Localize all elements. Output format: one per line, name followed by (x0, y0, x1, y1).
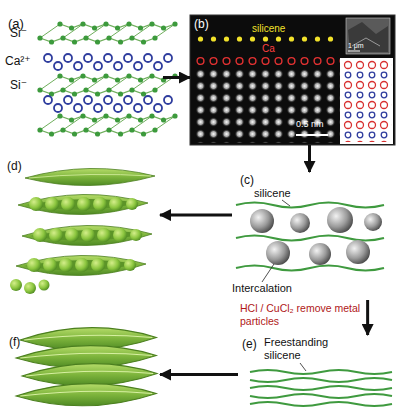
layer-label: Freestanding silicene (264, 336, 346, 361)
panel-label: (c) (240, 174, 254, 188)
process-arrow (163, 76, 190, 79)
scale-label: 1 μm (348, 42, 364, 50)
freestanding-sheets (250, 363, 392, 406)
scale-label: 0.5 nm (296, 119, 324, 129)
panel-label: (f) (9, 336, 20, 350)
ion-label: Si⁻ (10, 27, 27, 41)
layer-label: Ca (262, 43, 275, 55)
figure-panel: (c)siliceneIntercalation (232, 172, 387, 300)
figure-panel: (b) silicene 1 μm Ca 0.5 nm (190, 15, 395, 145)
casi2-lattice (40, 24, 175, 134)
ion-label: Ca²⁺ (5, 55, 31, 69)
ion-label: Si⁻ (10, 79, 27, 93)
figure-panel: (e) Freestanding silicene (238, 335, 396, 407)
figure-panel: (f) (5, 318, 160, 410)
intercalated-silicene (236, 200, 384, 282)
layer-label: silicene (254, 187, 291, 200)
process-arrow (160, 214, 232, 217)
process-label: Intercalation (232, 282, 292, 295)
process-arrow (308, 145, 311, 172)
pea-pods-closed (16, 328, 157, 406)
panel-label: (d) (7, 160, 22, 174)
panel-label: (e) (242, 338, 257, 352)
pea-pods-open (10, 168, 155, 294)
figure-panel: (d) (5, 160, 160, 295)
layer-label: silicene (252, 23, 285, 35)
figure-panel: (a)Si⁻Ca²⁺Si⁻ (5, 15, 163, 140)
process-arrow (366, 300, 369, 335)
panel-label: (b) (194, 18, 209, 32)
process-arrow (160, 373, 238, 376)
arrow-label: HCl / CuCl₂ remove metal particles (240, 302, 362, 327)
stem-image (190, 15, 395, 145)
